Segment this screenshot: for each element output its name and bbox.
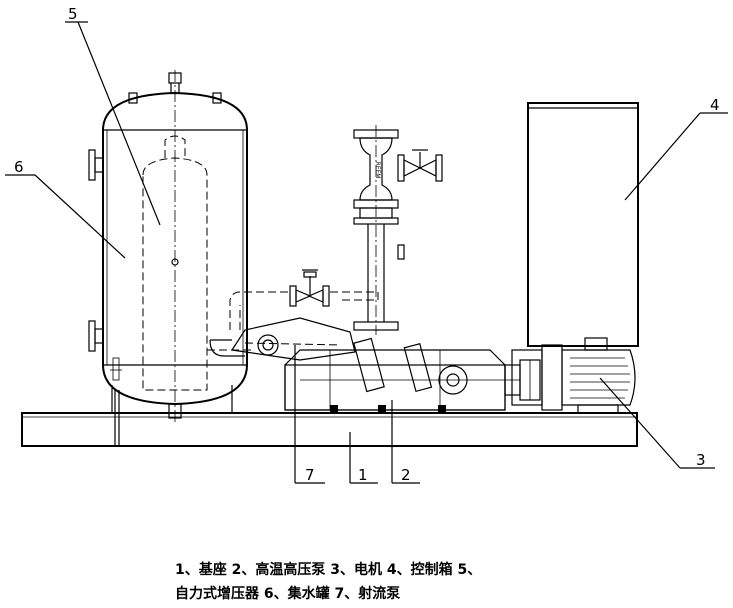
discharge-pipe: REEM bbox=[353, 125, 443, 335]
callout-2: 2 bbox=[401, 466, 411, 484]
motor bbox=[511, 337, 636, 414]
control-box bbox=[527, 102, 639, 347]
callout-3: 3 bbox=[696, 451, 706, 469]
collecting-tank bbox=[88, 70, 248, 425]
callout-7: 7 bbox=[305, 466, 315, 484]
leader-lines bbox=[5, 21, 728, 484]
base-frame bbox=[21, 390, 638, 447]
pressure-booster bbox=[142, 135, 255, 391]
callout-4: 4 bbox=[710, 96, 720, 114]
callout-6: 6 bbox=[14, 158, 24, 176]
gate-valve-horizontal bbox=[289, 269, 330, 307]
legend-line-2: 自力式增压器 6、集水罐 7、射流泵 bbox=[175, 585, 400, 602]
pump-body bbox=[284, 337, 520, 413]
callout-5: 5 bbox=[68, 5, 78, 23]
valve-stamp: REEM bbox=[374, 162, 381, 179]
callout-1: 1 bbox=[358, 466, 368, 484]
jet-pump bbox=[209, 291, 379, 361]
legend-line-1: 1、基座 2、高温高压泵 3、电机 4、控制箱 5、 bbox=[175, 561, 481, 578]
